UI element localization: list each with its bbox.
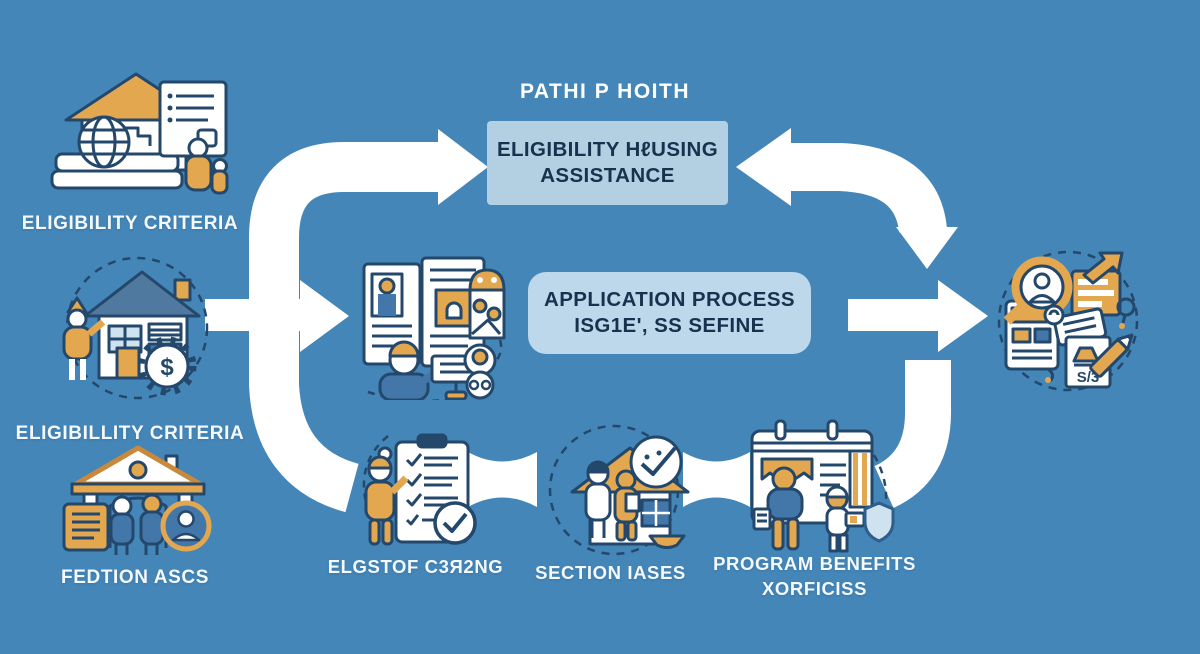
house-approved-icon	[538, 422, 700, 558]
arrowhead-into-top-box-right	[736, 128, 791, 206]
person-avatar-badge-icon	[160, 500, 212, 552]
dollar-gear-icon: $	[137, 336, 197, 396]
arrowhead-down-right	[896, 227, 958, 269]
middle-box-line1: APPLICATION PROCESS	[544, 288, 795, 311]
ribbon-checklist-to-house	[468, 452, 537, 507]
middle-box-application-process: APPLICATION PROCESS ISG1E', SS SEFINE	[528, 272, 811, 354]
arrow-to-search	[848, 280, 988, 352]
label-program-benefits-line2: XORFICISS	[761, 578, 868, 599]
approval-check-circle-icon	[629, 435, 683, 489]
calendar-people-icon	[740, 415, 897, 557]
dashed-circle	[997, 250, 1139, 392]
ribbon-down-to-calendar	[873, 360, 951, 508]
label-section-iases: SECTION IASES	[535, 562, 686, 583]
band-up-to-top-box	[249, 142, 442, 513]
arrowhead-into-top-box-left	[438, 129, 488, 205]
shield-icon	[863, 501, 895, 543]
diagram-title: PATHI P HOITH	[519, 80, 690, 103]
top-box-line1: ELIGIBILITY HℓUSING	[496, 138, 719, 161]
label-elgstof: ELGSTOF C3Я2NG	[327, 556, 504, 577]
bank-people-icon	[58, 440, 218, 560]
magnifier-person-icon	[1003, 256, 1073, 325]
label-eligibility-criteria-middle: ELIGIBILLITY CRITERIA	[15, 423, 245, 444]
dashed-circle	[65, 256, 209, 400]
label-program-benefits-line1: PROGRAM BENEFITS	[713, 553, 916, 574]
top-box-line2: ASSISTANCE	[540, 164, 675, 187]
band-top-right-curve	[789, 143, 947, 234]
housing-resources-icon	[48, 58, 233, 203]
dollar-sign: $	[160, 354, 174, 381]
checklist-person-icon	[352, 430, 484, 548]
top-box-eligibility-housing-assistance: ELIGIBILITY HℓUSING ASSISTANCE	[487, 121, 728, 205]
trend-arrow-icon	[1082, 251, 1124, 285]
label-program-benefits: PROGRAM BENEFITS XORFICISS	[712, 551, 917, 601]
application-presenter-icon	[348, 238, 506, 400]
search-documents-icon: S/3	[992, 245, 1144, 392]
pencil-icon	[1089, 333, 1134, 378]
ribbon-house-to-calendar	[683, 452, 750, 507]
check-circle-icon	[433, 501, 477, 545]
middle-box-line2: ISG1E', SS SEFINE	[574, 314, 765, 337]
house-dollar-icon: $	[55, 252, 215, 404]
label-fedtion-ascs: FEDTION ASCS	[61, 567, 209, 588]
label-eligibility-criteria-top: ELIGIBILITY CRITERIA	[21, 213, 239, 234]
